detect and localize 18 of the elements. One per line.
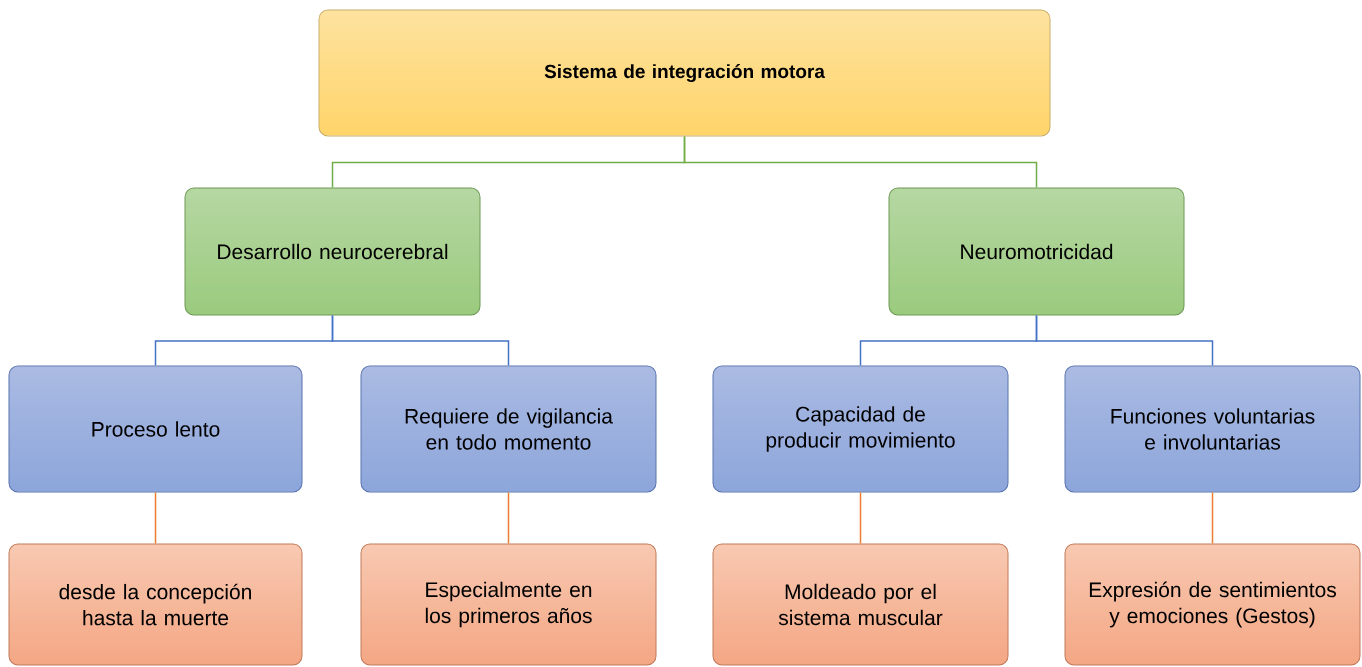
connector-line [859, 491, 862, 545]
category-box: Desarrollo neurocerebral [184, 187, 481, 316]
detail-box: Moldeado por el sistema muscular [712, 543, 1009, 666]
category-box: Neuromotricidad [888, 187, 1185, 316]
concept-box: Funciones voluntarias e involuntarias [1064, 365, 1361, 493]
detail-box: Especialmente en los primeros años [360, 543, 657, 666]
connector-line [154, 491, 157, 545]
connector-line [331, 314, 510, 367]
concept-box: Requiere de vigilancia en todo momento [360, 365, 657, 493]
detail-box: desde la concepción hasta la muerte [8, 543, 303, 666]
concept-box: Proceso lento [8, 365, 303, 493]
concept-box: Capacidad de producir movimiento [712, 365, 1009, 493]
title-box: Sistema de integración motora [318, 9, 1051, 137]
connector-line [683, 135, 1038, 189]
connector-line [1035, 314, 1214, 367]
detail-box: Expresión de sentimientos y emociones (Gestos) [1064, 543, 1361, 666]
connector-line [507, 491, 510, 545]
connector-line [1211, 491, 1214, 545]
